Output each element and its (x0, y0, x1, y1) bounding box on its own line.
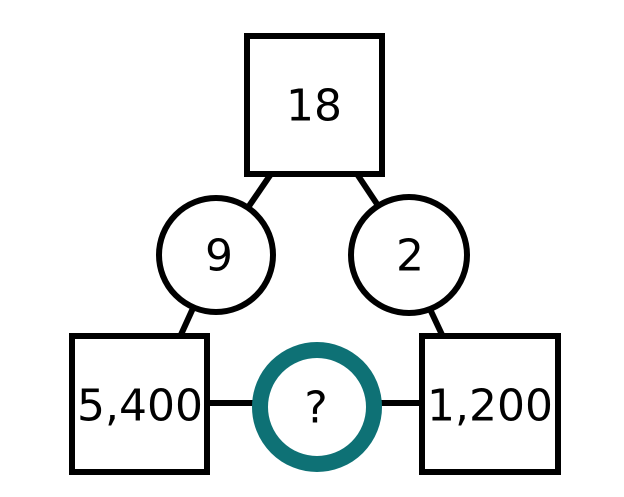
center-unknown-circle-node: ? (252, 342, 382, 472)
center-circle-highlight-ring (252, 342, 382, 472)
top-square-value: 18 (286, 81, 342, 132)
center-circle-value: ? (304, 383, 327, 434)
left-circle-node: 9 (156, 195, 276, 315)
right-circle-value: 2 (396, 231, 424, 282)
bottom-right-square-value: 1,200 (427, 381, 553, 432)
left-circle-shape (156, 195, 276, 315)
bottom-right-square-node: 1,200 (419, 333, 561, 475)
top-square-shape (244, 33, 385, 177)
bottom-left-square-shape (69, 333, 210, 475)
right-circle-shape (348, 194, 470, 316)
bottom-left-square-node: 5,400 (69, 333, 210, 475)
edge-top-square-to-left-circle (244, 169, 276, 211)
left-circle-value: 9 (205, 231, 233, 282)
bottom-left-square-value: 5,400 (77, 381, 203, 432)
bottom-right-square-shape (419, 333, 561, 475)
top-square-node: 18 (244, 33, 385, 177)
right-circle-node: 2 (348, 194, 470, 316)
